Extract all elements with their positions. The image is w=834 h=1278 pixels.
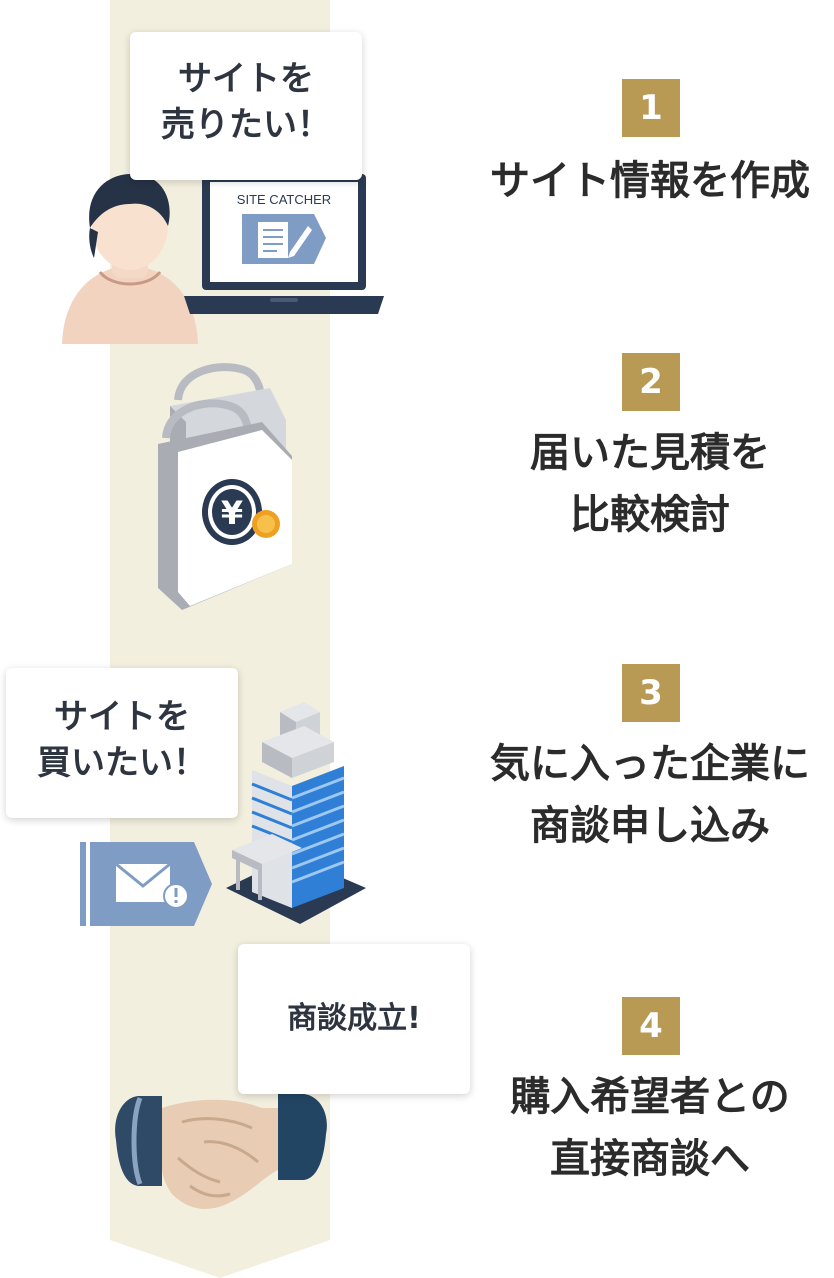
- laptop-icon: SITE CATCHER: [184, 174, 384, 314]
- step-2-line-2: 比較検討: [570, 492, 730, 538]
- seller-bubble-line-1: サイトを: [178, 59, 314, 99]
- step-1-title: サイト情報を作成: [440, 150, 834, 212]
- step-4-title: 購入希望者との 直接商談へ: [440, 1066, 834, 1190]
- step-3-line-2: 商談申し込み: [530, 803, 770, 849]
- step-2-line-1: 届いた見積を: [530, 430, 770, 476]
- handshake-icon: [115, 1094, 327, 1209]
- deal-speech-bubble: 商談成立!: [238, 944, 470, 1094]
- seller-bubble-line-2: 売りたい！: [161, 105, 331, 145]
- svg-text:¥: ¥: [221, 494, 243, 532]
- step-3-number: 3: [622, 664, 680, 722]
- step-4-number: 4: [622, 997, 680, 1055]
- step-2-number: 2: [622, 353, 680, 411]
- step-4-line-1: 購入希望者との: [510, 1074, 790, 1120]
- price-tag-icon: ¥: [158, 363, 292, 610]
- buyer-bubble-line-2: 買いたい！: [37, 743, 207, 783]
- mail-alert-icon: [80, 842, 212, 926]
- step-2-title: 届いた見積を 比較検討: [440, 422, 834, 546]
- step-3-line-1: 気に入った企業に: [490, 741, 810, 787]
- person-icon: [62, 173, 198, 344]
- seller-speech-bubble: サイトを 売りたい！: [130, 32, 362, 180]
- buyer-speech-bubble: サイトを 買いたい！: [6, 668, 238, 818]
- step-1-line-1: サイト情報を作成: [490, 158, 810, 204]
- yen-icon: ¥: [202, 479, 262, 545]
- buyer-bubble-line-1: サイトを: [54, 697, 190, 737]
- step-3-title: 気に入った企業に 商談申し込み: [440, 733, 834, 857]
- deal-bubble-text: 商談成立!: [287, 1001, 421, 1036]
- step-4-line-2: 直接商談へ: [550, 1136, 750, 1182]
- step-1-number: 1: [622, 79, 680, 137]
- laptop-screen-label: SITE CATCHER: [237, 192, 331, 207]
- building-icon: [226, 702, 366, 924]
